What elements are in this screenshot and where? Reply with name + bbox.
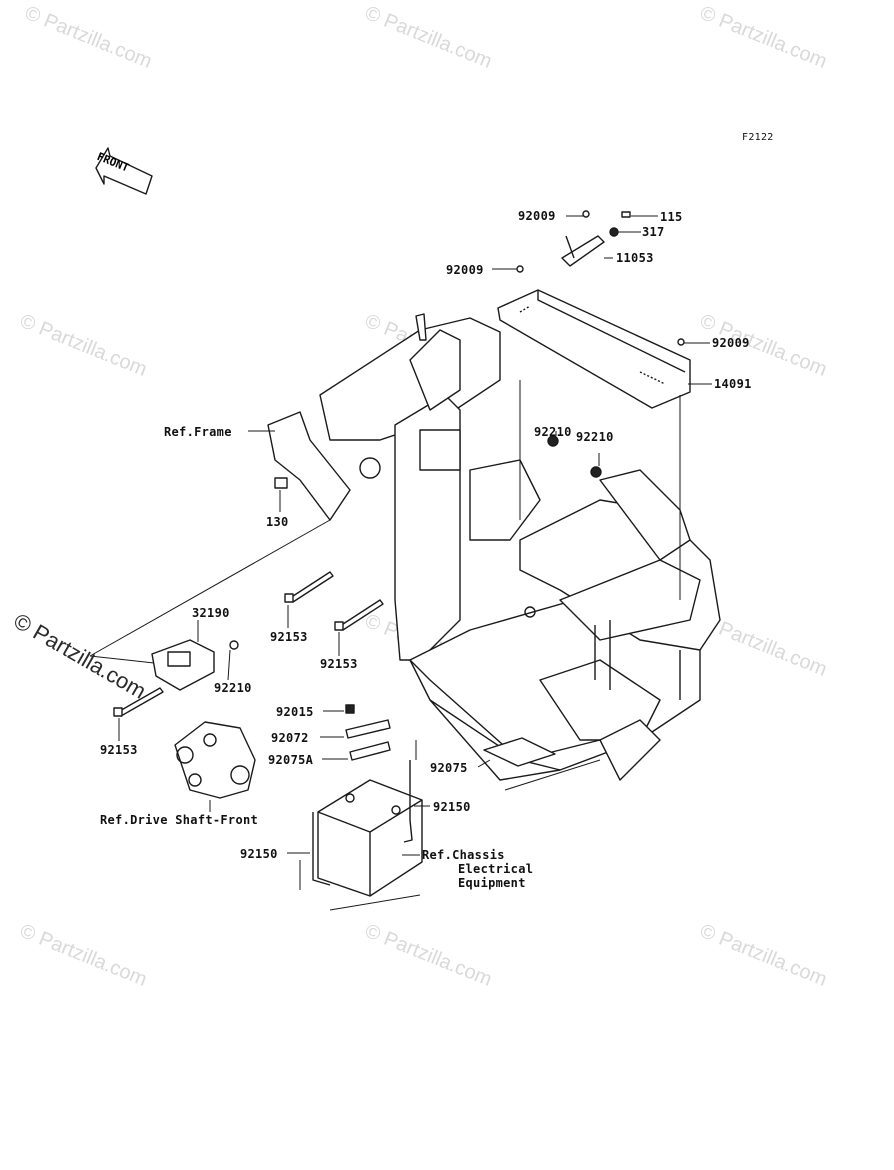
part-14091[interactable]: 14091 — [714, 377, 752, 391]
part-115[interactable]: 115 — [660, 210, 683, 224]
part-92150[interactable]: 92150 — [433, 800, 471, 814]
part-11053[interactable]: 11053 — [616, 251, 654, 265]
front-arrow-icon — [95, 147, 153, 195]
ref-chassis[interactable]: Ref.Chassis — [422, 848, 505, 862]
part-130[interactable]: 130 — [266, 515, 289, 529]
part-92210[interactable]: 92210 — [576, 430, 614, 444]
part-92075[interactable]: 92075 — [430, 761, 468, 775]
ref-frame[interactable]: Ref.Frame — [164, 425, 232, 439]
part-92015[interactable]: 92015 — [276, 705, 314, 719]
part-92009[interactable]: 92009 — [518, 209, 556, 223]
diagram-code: F2122 — [742, 132, 774, 143]
part-317[interactable]: 317 — [642, 225, 665, 239]
part-92210[interactable]: 92210 — [214, 681, 252, 695]
part-92072[interactable]: 92072 — [271, 731, 309, 745]
part-32190[interactable]: 32190 — [192, 606, 230, 620]
ref-chassis-line2[interactable]: Electrical — [458, 862, 534, 876]
part-92153[interactable]: 92153 — [100, 743, 138, 757]
part-92009[interactable]: 92009 — [446, 263, 484, 277]
ref-chassis-line3[interactable]: Equipment — [458, 876, 526, 890]
part-92153[interactable]: 92153 — [320, 657, 358, 671]
part-92210[interactable]: 92210 — [534, 425, 572, 439]
ref-drive-shaft-front[interactable]: Ref.Drive Shaft-Front — [100, 813, 259, 827]
part-92153[interactable]: 92153 — [270, 630, 308, 644]
part-92150[interactable]: 92150 — [240, 847, 278, 861]
part-92009[interactable]: 92009 — [712, 336, 750, 350]
part-92075A[interactable]: 92075A — [268, 753, 314, 767]
